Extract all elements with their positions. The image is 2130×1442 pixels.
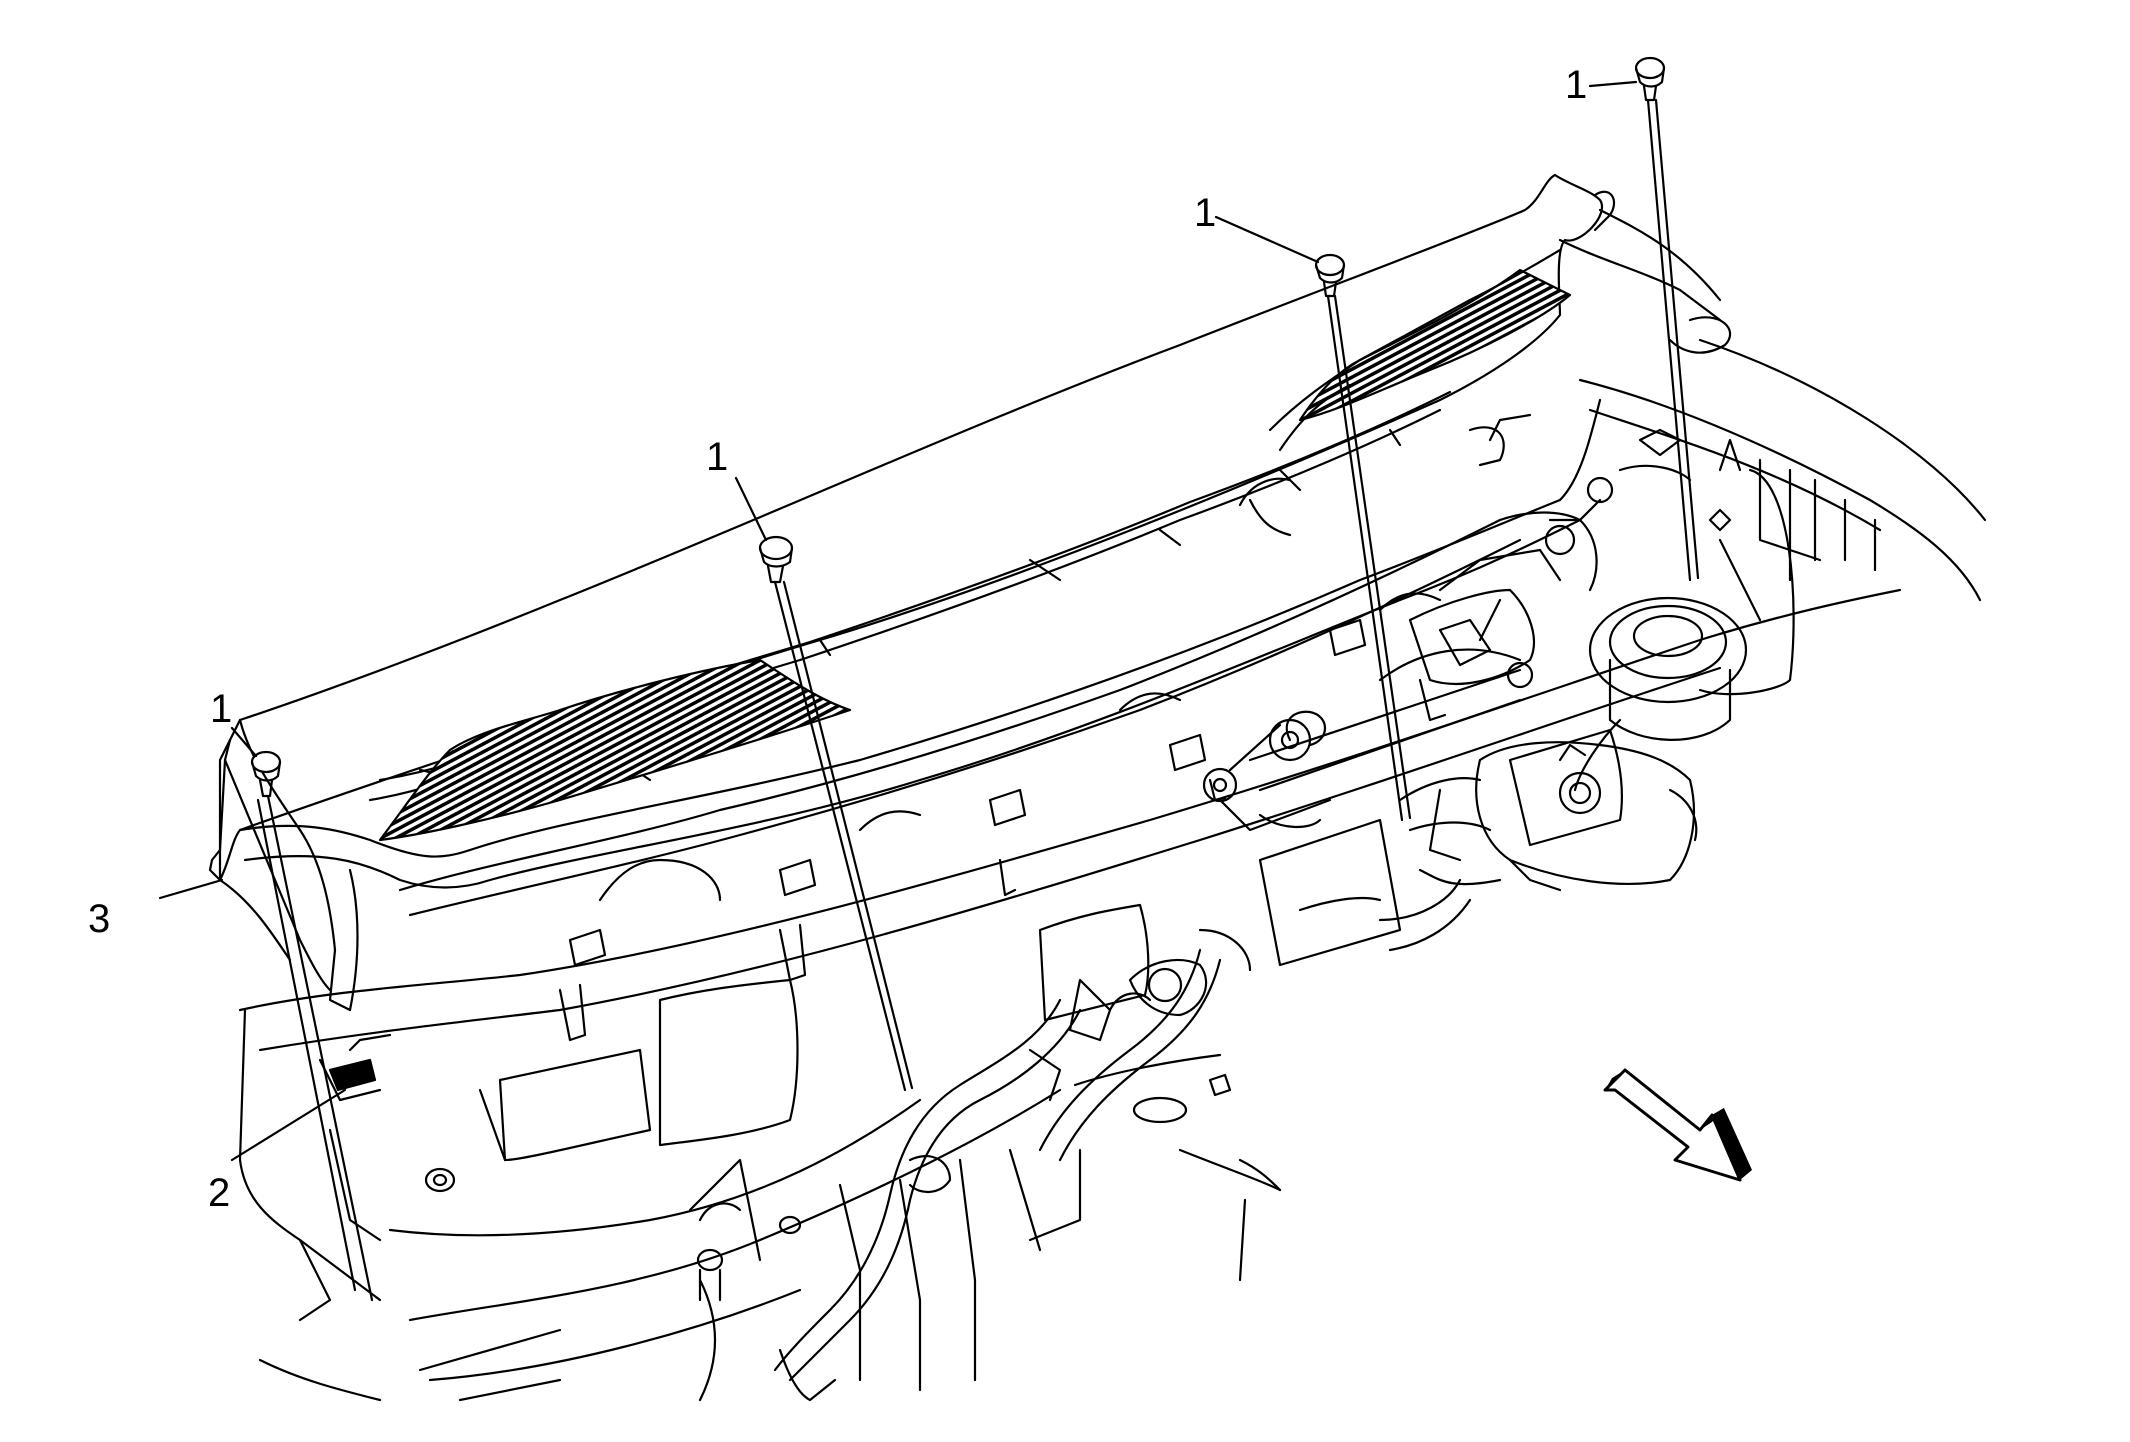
vehicle-front-arrow-icon xyxy=(1603,1068,1752,1182)
callout-leaders xyxy=(158,80,1638,1192)
fastener-retainers xyxy=(250,56,1700,1302)
callout-label-3: 3 xyxy=(88,897,110,941)
callout-label-1-right: 1 xyxy=(1565,63,1587,107)
callout-label-1-left: 1 xyxy=(210,687,232,731)
right-strut-tower xyxy=(1573,338,1987,792)
retainer-bracket xyxy=(318,1033,392,1102)
callout-label-1-left-center: 1 xyxy=(706,435,728,479)
push-pin-retainer-icon xyxy=(1314,253,1346,298)
washer-hose-loop xyxy=(1238,316,1732,507)
brake-components xyxy=(1398,741,1698,892)
callout-label-1-center: 1 xyxy=(1194,191,1216,235)
heater-hoses xyxy=(696,868,1502,1402)
callout-label-2: 2 xyxy=(208,1171,230,1215)
push-pin-retainer-icon xyxy=(1634,56,1666,102)
push-pin-retainer-icon xyxy=(250,750,282,798)
dash-panel xyxy=(238,588,1902,1402)
air-inlet-grille-panel xyxy=(208,173,1604,1042)
wiper-motor-linkage xyxy=(1202,464,1692,832)
push-pin-retainer-icon xyxy=(758,535,794,584)
grille-ribs xyxy=(378,268,1572,842)
